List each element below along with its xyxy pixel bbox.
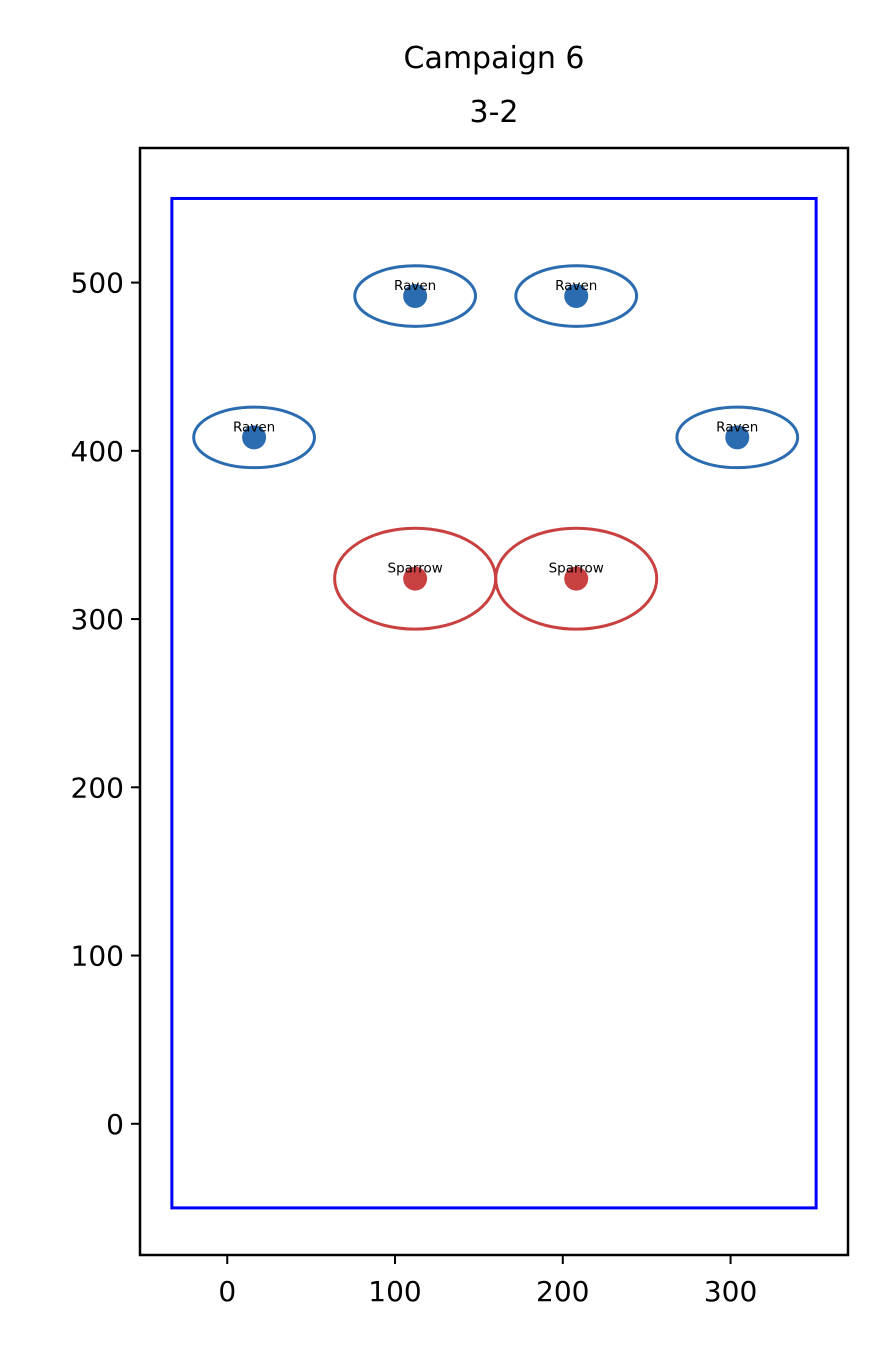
y-tick-label-1: 100 xyxy=(71,940,124,973)
point-label-0: Raven xyxy=(394,278,436,294)
point-label-1: Raven xyxy=(555,278,597,294)
plot-frame xyxy=(138,146,850,1257)
point-label-3: Raven xyxy=(716,419,758,435)
y-tick-label-0: 0 xyxy=(106,1108,124,1141)
y-tick-label-5: 500 xyxy=(71,267,124,300)
x-tick-label-0: 0 xyxy=(218,1275,236,1308)
data-point-2 xyxy=(242,425,267,450)
boundary-rect xyxy=(170,196,818,1210)
range-ellipse-2 xyxy=(192,405,316,470)
x-tick-label-1: 100 xyxy=(368,1275,421,1308)
point-label-5: Sparrow xyxy=(549,561,604,577)
y-tick-label-2: 200 xyxy=(71,771,124,804)
data-point-3 xyxy=(725,425,750,450)
data-point-4 xyxy=(403,566,428,591)
range-ellipse-5 xyxy=(494,526,659,631)
range-ellipse-0 xyxy=(353,264,478,328)
chart-title-line-2: 3-2 xyxy=(470,95,519,130)
chart-title-line-1: Campaign 6 xyxy=(404,41,585,76)
data-point-0 xyxy=(403,284,428,309)
y-tick-label-3: 300 xyxy=(71,603,124,636)
range-ellipse-1 xyxy=(514,264,639,328)
data-point-1 xyxy=(564,284,589,309)
y-tick-label-4: 400 xyxy=(71,435,124,468)
point-label-4: Sparrow xyxy=(388,561,443,577)
x-tick-label-2: 200 xyxy=(536,1275,589,1308)
x-tick-label-3: 300 xyxy=(704,1275,757,1308)
range-ellipse-3 xyxy=(675,405,800,470)
point-label-2: Raven xyxy=(233,419,275,435)
data-point-5 xyxy=(564,566,589,591)
